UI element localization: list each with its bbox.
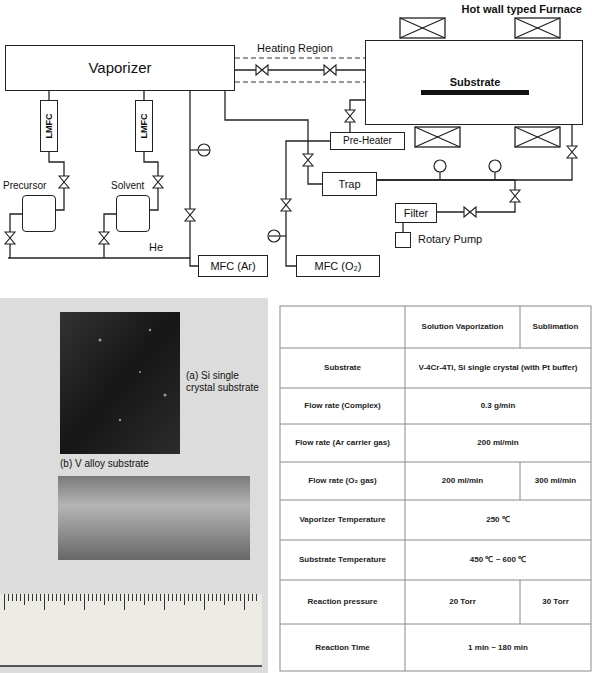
table-cell: Flow rate (O₂ gas) [280, 462, 405, 500]
valve-symbol [5, 65, 577, 244]
lmfc-box: LMFC [135, 100, 153, 152]
solvent-vessel: Solvent [116, 195, 150, 232]
si-wafer [60, 312, 180, 454]
table-cell: 300 ml/min [520, 462, 591, 500]
wafer-specks [99, 329, 167, 421]
node-label: Trap [338, 178, 360, 191]
node-label: Substrate [450, 76, 501, 89]
pipe-line [48, 91, 49, 100]
table-cell: 30 Torr [520, 580, 591, 624]
node-label: LMFC [44, 114, 54, 139]
pipe-line [377, 125, 572, 180]
preheater-box: Pre-Heater [330, 132, 405, 150]
node-heading: Solvent [111, 180, 144, 192]
pressure-gauge [190, 144, 501, 242]
pipe-line [286, 141, 330, 266]
table-cell: 200 ml/min [405, 424, 591, 462]
table-cell: 250 ℃ [405, 500, 591, 540]
node-label: LMFC [139, 114, 149, 139]
table-cell: Reaction pressure [280, 580, 405, 624]
substrate-photo [0, 298, 268, 673]
ruler [0, 594, 262, 666]
pipe-line [402, 223, 403, 232]
mfc-box: MFC (Ar) [198, 255, 268, 277]
table-grid [280, 306, 591, 671]
pipe-line [143, 91, 144, 100]
furnace-body: Hot wall typed FurnaceSubstrate [365, 40, 583, 125]
pipe-line [350, 100, 365, 132]
node-heading: Rotary Pump [418, 233, 482, 246]
node-label: Pre-Heater [343, 135, 392, 147]
photo-caption: (b) V alloy substrate [60, 458, 220, 470]
pipe-line [225, 91, 322, 184]
node-label: Filter [404, 207, 428, 220]
table-cell: Reaction Time [280, 624, 405, 671]
rotary-pump: Rotary Pump [395, 232, 411, 248]
table-cell: Solution Vaporization [405, 306, 520, 348]
pipe-line [190, 91, 198, 266]
table-cell: V-4Cr-4Ti, Si single crystal (with Pt bu… [405, 348, 591, 388]
v-alloy-plate [58, 476, 250, 560]
node-label: MFC (O₂) [314, 260, 361, 273]
gas-label: He [146, 241, 166, 254]
heater-block [400, 18, 560, 147]
table-cell: Substrate [280, 348, 405, 388]
precursor-vessel: Precursor [22, 195, 56, 232]
trap-box: Trap [322, 172, 377, 196]
photo-ground [0, 298, 268, 673]
table-cell: Vaporizer Temperature [280, 500, 405, 540]
table-cell: 200 ml/min [405, 462, 520, 500]
node-label: MFC (Ar) [210, 260, 255, 273]
table-cell: Sublimation [520, 306, 591, 348]
vaporizer-box: Vaporizer [5, 45, 235, 91]
node-heading: Precursor [3, 180, 46, 192]
table-cell: 0.3 g/min [405, 388, 591, 424]
mfc-box: MFC (O₂) [296, 255, 380, 277]
pipe-line [235, 69, 365, 70]
lmfc-box: LMFC [40, 100, 58, 152]
ruler-edge [0, 665, 262, 667]
filter-box: Filter [395, 203, 437, 223]
table-cell: Substrate Temperature [280, 540, 405, 580]
node-heading: Hot wall typed Furnace [462, 3, 582, 16]
table-cell: Flow rate (Ar carrier gas) [280, 424, 405, 462]
heating-region-line [235, 58, 365, 82]
table-cell: 450 ℃ ~ 600 ℃ [405, 540, 591, 580]
photo-caption: (a) Si single crystal substrate [186, 370, 260, 394]
table-cell: 1 min ~ 180 min [405, 624, 591, 671]
table-cell: Flow rate (Complex) [280, 388, 405, 424]
substrate-holder: Substrate [421, 75, 529, 95]
region-label: Heating Region [240, 42, 350, 55]
node-label: Vaporizer [88, 59, 151, 76]
table-cell: 20 Torr [405, 580, 520, 624]
ruler-ticks [4, 594, 260, 614]
